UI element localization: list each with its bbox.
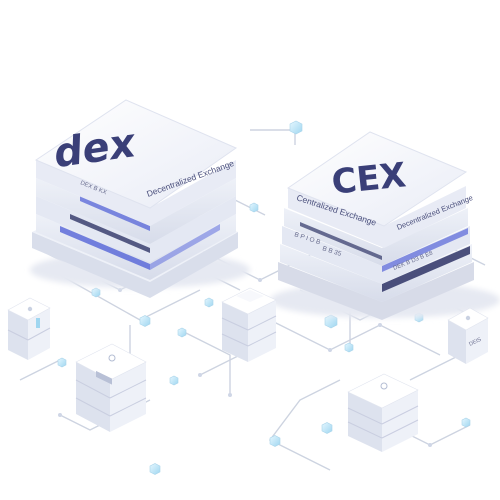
- far-right-server-label: DEIS: [468, 337, 482, 348]
- node-cube: [169, 375, 179, 386]
- dex-top-face: [34, 99, 238, 209]
- server-node-left: [7, 297, 51, 360]
- node-cube: [249, 202, 259, 213]
- server-node-mid-left: [75, 343, 147, 432]
- dex-platform-stack: dex Decentralized Exchange DEX B KX: [30, 99, 250, 298]
- cex-title: CEX: [330, 155, 408, 203]
- fan-icon: [380, 382, 388, 390]
- node-cube: [139, 315, 151, 327]
- node-cube: [461, 417, 471, 428]
- dex-title: dex: [54, 119, 136, 178]
- node-cube: [177, 327, 187, 338]
- node-cube: [204, 297, 214, 308]
- status-light-icon: [27, 306, 33, 312]
- fan-icon: [108, 354, 116, 362]
- node-cube: [57, 357, 67, 368]
- cex-top-face: [286, 131, 468, 227]
- server-node-center: [221, 287, 277, 362]
- cex-platform-stack: CEX Centralized Exchange Decentralized E…: [270, 131, 500, 320]
- server-node-far-right: DEIS: [447, 307, 489, 364]
- node-cube: [269, 435, 281, 447]
- node-cube: [321, 422, 333, 434]
- node-cube: [289, 120, 303, 135]
- status-light-icon: [465, 315, 471, 321]
- node-cube: [324, 314, 338, 329]
- node-cube: [149, 463, 161, 475]
- node-cube: [91, 287, 101, 298]
- server-node-bottom-right: [347, 373, 419, 452]
- node-cube: [344, 342, 354, 353]
